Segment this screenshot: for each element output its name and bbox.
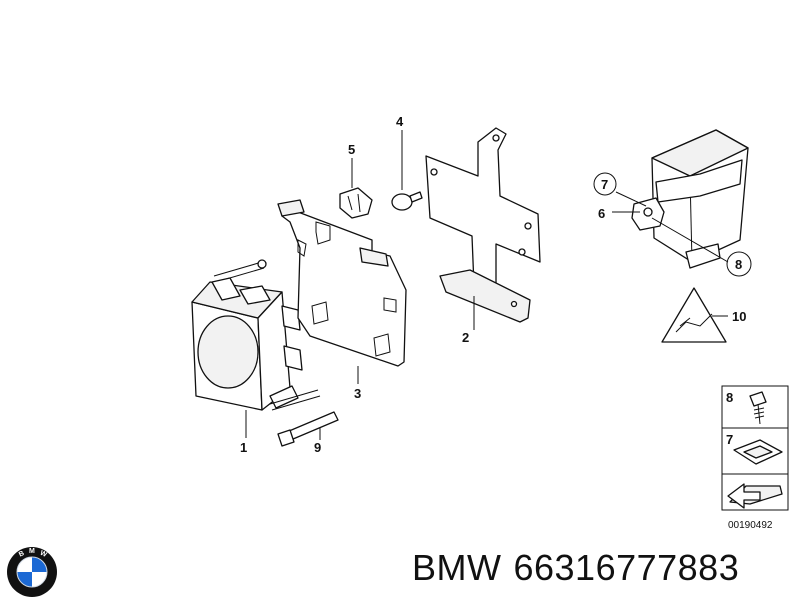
callout-1: 1 bbox=[240, 440, 247, 455]
part-5-clip-nut bbox=[339, 187, 373, 219]
callout-6: 6 bbox=[598, 206, 605, 221]
part-1-radar-sensor bbox=[191, 259, 321, 411]
brand-caption: BMW 66316777883 bbox=[412, 547, 751, 595]
callout-8: 8 bbox=[735, 257, 742, 272]
part-3-mounting-plate bbox=[277, 199, 407, 367]
logo-letter-m: M bbox=[29, 548, 35, 555]
part-4-screw bbox=[391, 191, 423, 211]
callout-10: 10 bbox=[732, 309, 746, 324]
control-unit bbox=[631, 129, 749, 269]
leader-lines bbox=[245, 130, 729, 440]
legend-item-7: 7 bbox=[726, 432, 733, 447]
bmw-logo: B M W bbox=[7, 547, 57, 597]
part-2-bracket bbox=[425, 127, 541, 323]
callout-8-circle bbox=[726, 251, 752, 277]
part-number: 66316777883 bbox=[513, 547, 740, 588]
fastener-legend: 8 7 bbox=[721, 385, 789, 511]
part-9-stud-bolt bbox=[277, 411, 339, 447]
document-number: 00190492 bbox=[728, 520, 773, 531]
callout-7-circle bbox=[593, 172, 617, 196]
callout-2: 2 bbox=[462, 330, 469, 345]
logo-letter-w: W bbox=[39, 550, 48, 559]
callout-7: 7 bbox=[601, 177, 608, 192]
part-10-warning-label bbox=[661, 287, 727, 343]
callout-9: 9 bbox=[314, 440, 321, 455]
brand-name: BMW bbox=[412, 547, 502, 588]
callout-4: 4 bbox=[396, 114, 404, 129]
logo-letter-b: B bbox=[18, 550, 26, 558]
callout-5: 5 bbox=[348, 142, 355, 157]
legend-item-8: 8 bbox=[726, 390, 733, 405]
callout-3: 3 bbox=[354, 386, 361, 401]
